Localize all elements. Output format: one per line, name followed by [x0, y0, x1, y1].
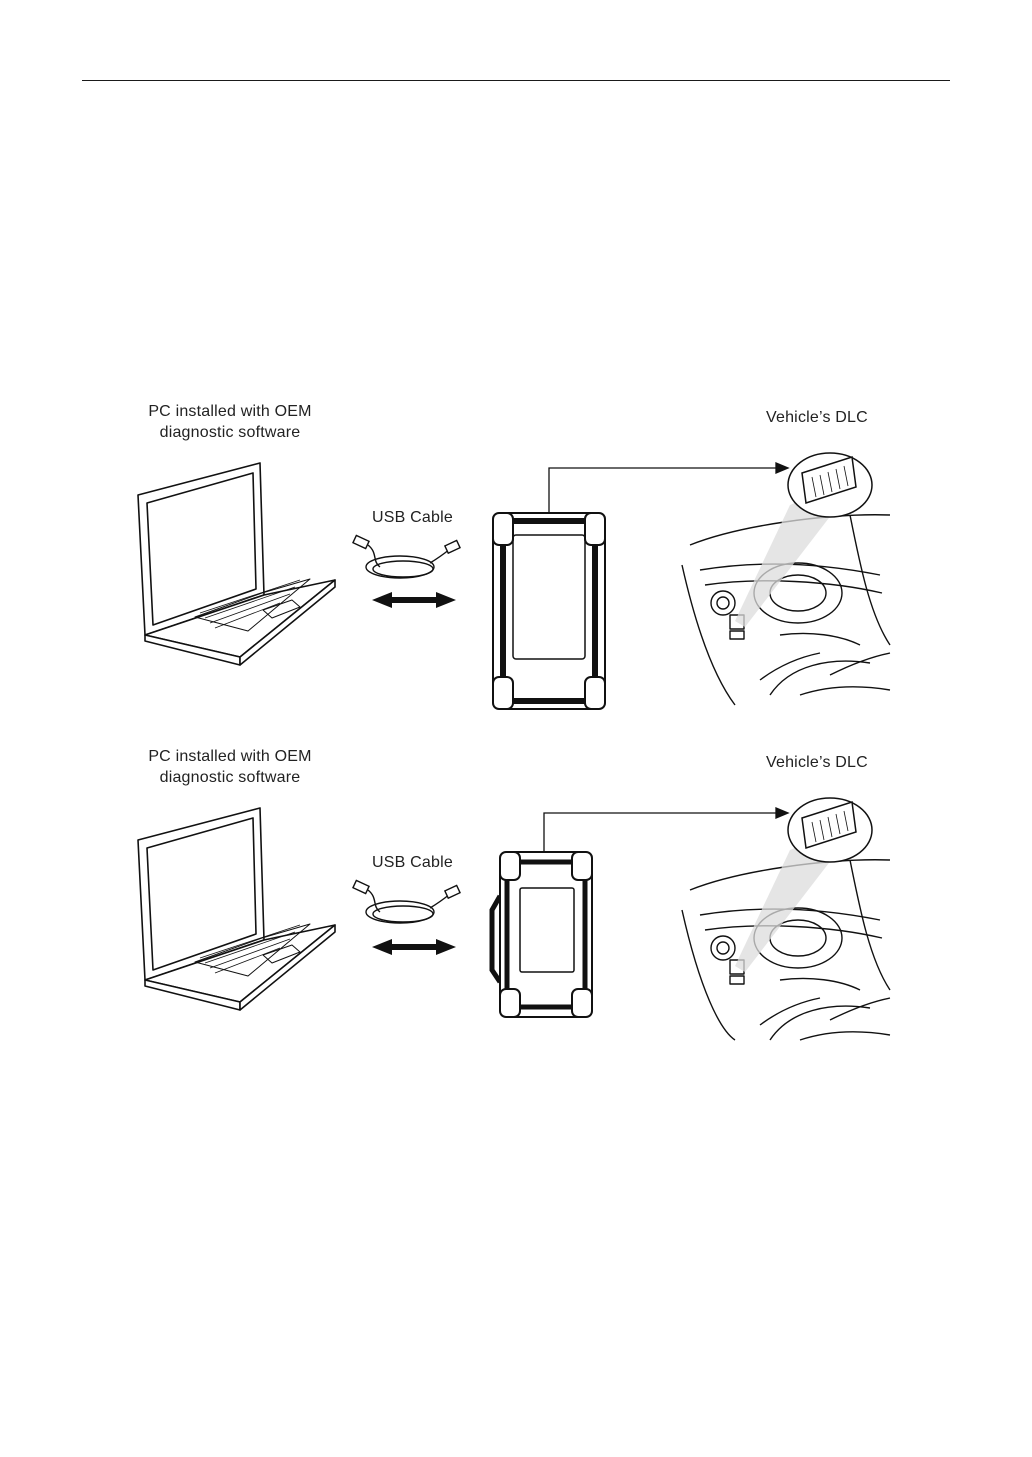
diagram-artwork	[0, 740, 1032, 1070]
dlc-connector-icon	[788, 453, 872, 517]
vci-device-icon	[492, 852, 592, 1017]
header-rule	[82, 80, 950, 81]
laptop-icon	[138, 808, 335, 1010]
connection-diagram-upright: PC installed with OEM diagnostic softwar…	[0, 395, 1032, 725]
connection-diagram-landscape: PC installed with OEM diagnostic softwar…	[0, 740, 1032, 1070]
vci-device-icon	[493, 513, 605, 709]
dlc-connector-icon	[788, 798, 872, 862]
usb-cable-icon	[353, 880, 460, 923]
bidirectional-arrow-icon	[372, 939, 456, 955]
diagram-artwork	[0, 395, 1032, 725]
dlc-connection-arrow	[549, 463, 788, 513]
usb-cable-icon	[353, 535, 460, 578]
bidirectional-arrow-icon	[372, 592, 456, 608]
laptop-icon	[138, 463, 335, 665]
dlc-connection-arrow	[544, 808, 788, 852]
